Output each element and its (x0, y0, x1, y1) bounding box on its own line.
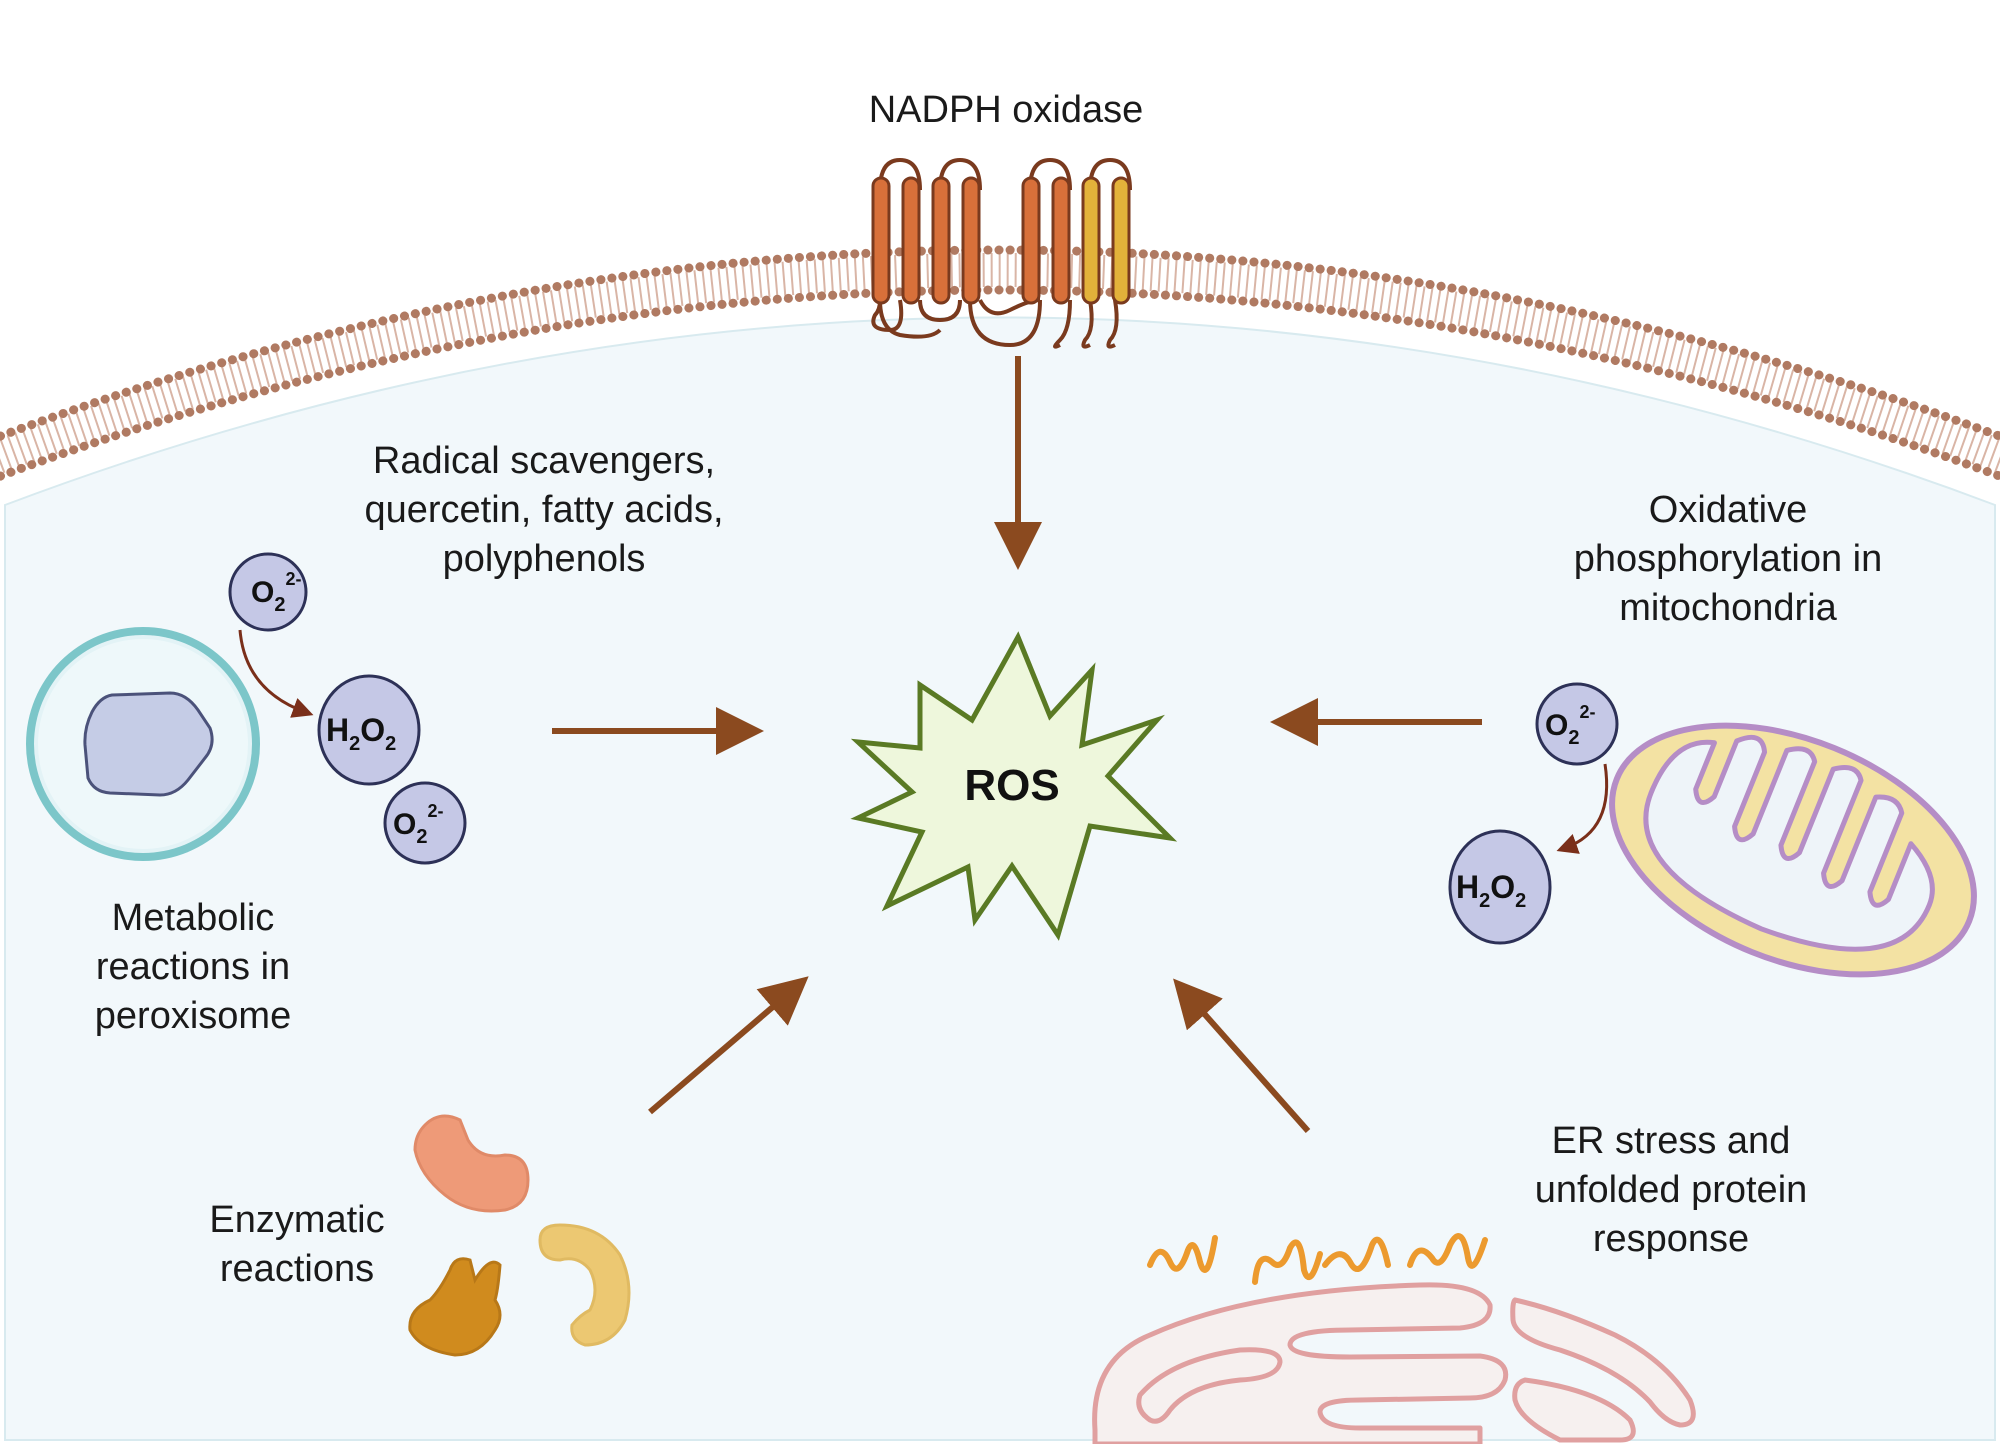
h2o2-molecule-mitochondria: H2O2 (1448, 829, 1552, 945)
peroxisome (26, 627, 260, 861)
svg-text:Enzymatic: Enzymatic (209, 1199, 384, 1241)
svg-text:reactions: reactions (220, 1248, 374, 1290)
ros-starburst (850, 631, 1178, 941)
enzyme-ochre (408, 1257, 502, 1357)
o2-molecule-peroxisome-top: O22- (228, 552, 308, 632)
enzyme-salmon (413, 1114, 530, 1213)
unfolded-proteins (1147, 1233, 1488, 1285)
svg-text:response: response (1593, 1218, 1749, 1260)
label-enzymatic-reactions: Enzymatic reactions (209, 1199, 384, 1290)
svg-text:O22-: O22- (393, 801, 443, 848)
endoplasmic-reticulum (1092, 1282, 1696, 1444)
label-mitochondria: Oxidative phosphorylation in mitochondri… (1574, 489, 1882, 629)
arrow-er-to-ros (1173, 978, 1311, 1133)
nadph-oxidase-protein (871, 157, 1132, 349)
label-nadph-oxidase: NADPH oxidase (869, 89, 1144, 131)
ros-label: ROS (964, 761, 1059, 810)
svg-text:mitochondria: mitochondria (1619, 587, 1837, 629)
mitochondrion (1609, 722, 1977, 978)
cell-membrane (0, 245, 2000, 482)
conversion-arrow-peroxisome (238, 629, 314, 718)
svg-text:Oxidative: Oxidative (1649, 489, 1807, 531)
svg-text:unfolded protein: unfolded protein (1535, 1169, 1808, 1211)
enzyme-yellow (538, 1223, 631, 1347)
label-radical-scavengers: Radical scavengers, quercetin, fatty aci… (364, 440, 723, 580)
o2-molecule-peroxisome-bottom: O22- (383, 781, 467, 865)
arrow-enzymes-to-ros (648, 976, 809, 1115)
svg-text:H2O2: H2O2 (326, 712, 396, 755)
label-er-stress: ER stress and unfolded protein response (1535, 1120, 1808, 1260)
svg-text:H2O2: H2O2 (1456, 869, 1526, 912)
svg-text:Metabolic: Metabolic (112, 897, 275, 939)
svg-text:peroxisome: peroxisome (95, 995, 291, 1037)
h2o2-molecule-peroxisome: H2O2 (317, 674, 421, 786)
svg-text:O22-: O22- (1545, 702, 1595, 749)
svg-text:ER stress and: ER stress and (1552, 1120, 1791, 1162)
label-peroxisome: Metabolic reactions in peroxisome (95, 897, 291, 1037)
svg-text:Radical scavengers,: Radical scavengers, (373, 440, 715, 482)
svg-text:reactions in: reactions in (96, 946, 290, 988)
svg-text:phosphorylation in: phosphorylation in (1574, 538, 1882, 580)
svg-text:quercetin, fatty acids,: quercetin, fatty acids, (364, 489, 723, 531)
conversion-arrow-mitochondria (1556, 763, 1609, 854)
svg-text:polyphenols: polyphenols (443, 538, 646, 580)
o2-molecule-mitochondria: O22- (1535, 682, 1619, 766)
svg-text:O22-: O22- (251, 569, 301, 616)
